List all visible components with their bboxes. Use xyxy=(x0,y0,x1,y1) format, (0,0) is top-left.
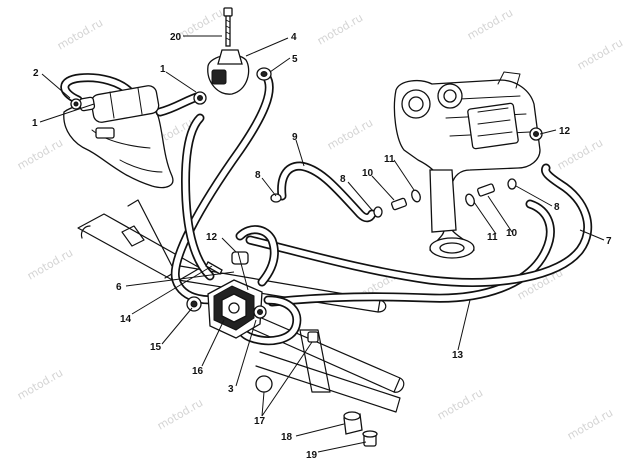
callout-5: 5 xyxy=(292,54,298,65)
callout-19: 19 xyxy=(306,450,318,461)
callout-8-left: 8 xyxy=(255,170,261,181)
callout-20: 20 xyxy=(170,32,182,43)
fuel-pump xyxy=(207,279,263,339)
callout-9: 9 xyxy=(292,132,298,143)
fuel-tank xyxy=(63,99,174,189)
callout-11-right: 11 xyxy=(487,232,498,243)
callout-2: 2 xyxy=(33,68,39,79)
watermark-text: motod.ru xyxy=(155,396,205,432)
watermark-layer: motod.ru motod.ru motod.ru motod.ru moto… xyxy=(15,6,625,442)
hose-clip-5 xyxy=(256,67,272,81)
callout-14: 14 xyxy=(120,314,132,325)
watermark-text: motod.ru xyxy=(175,6,225,42)
callout-15: 15 xyxy=(150,342,162,353)
watermark-text: motod.ru xyxy=(25,246,75,282)
callout-18: 18 xyxy=(281,432,293,443)
callout-8-mid: 8 xyxy=(340,174,346,185)
watermark-text: motod.ru xyxy=(465,6,515,42)
fuel-hoses xyxy=(60,71,593,346)
callout-12-right: 12 xyxy=(559,126,571,137)
callout-7: 7 xyxy=(606,236,612,247)
callout-17: 17 xyxy=(254,416,266,427)
callout-3: 3 xyxy=(228,384,234,395)
callout-6: 6 xyxy=(116,282,122,293)
carburetor-assembly xyxy=(393,71,543,259)
watermark-text: motod.ru xyxy=(15,366,65,402)
damper-18 xyxy=(343,411,363,435)
watermark-text: motod.ru xyxy=(315,11,365,47)
watermark-text: motod.ru xyxy=(15,136,65,172)
watermark-text: motod.ru xyxy=(575,36,625,72)
watermark-text: motod.ru xyxy=(565,406,615,442)
callout-11-left: 11 xyxy=(384,154,395,165)
carb-fittings xyxy=(270,178,517,218)
callout-1-top: 1 xyxy=(160,64,166,75)
callout-labels: 20 4 5 1 2 1 9 8 8 10 11 12 8 11 10 7 12… xyxy=(32,32,612,461)
watermark-text: motod.ru xyxy=(435,386,485,422)
frame xyxy=(77,199,405,413)
callout-13: 13 xyxy=(452,350,464,361)
callout-16: 16 xyxy=(192,366,204,377)
callout-8-right: 8 xyxy=(554,202,560,213)
collar-19 xyxy=(362,430,378,447)
fuel-tap xyxy=(193,49,250,105)
callout-12-left: 12 xyxy=(206,232,218,243)
callout-10-right: 10 xyxy=(506,228,518,239)
watermark-text: motod.ru xyxy=(555,136,605,172)
leader-lines xyxy=(39,35,605,453)
callout-10-left: 10 xyxy=(362,168,374,179)
callout-4: 4 xyxy=(291,32,297,43)
callout-1-left: 1 xyxy=(32,118,38,129)
screw-20 xyxy=(223,7,233,47)
watermark-text: motod.ru xyxy=(325,116,375,152)
watermark-text: motod.ru xyxy=(55,16,105,52)
